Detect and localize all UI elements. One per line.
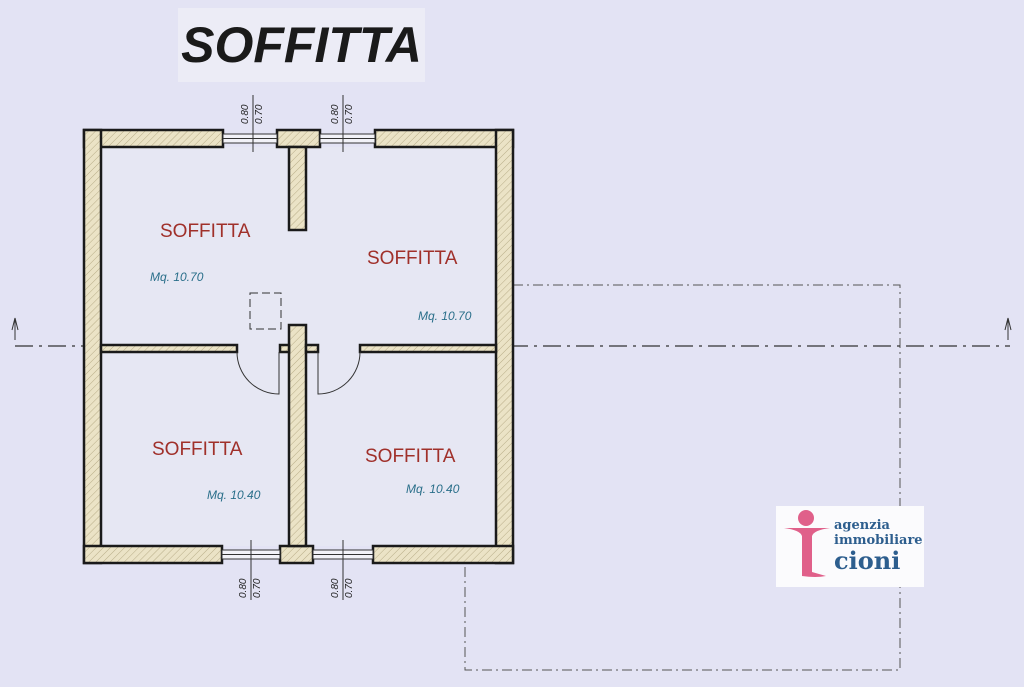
room-label: SOFFITTA <box>367 248 458 269</box>
section-marker-left <box>11 317 19 340</box>
window-height: 0.80 <box>330 104 341 124</box>
logo-mark-icon <box>784 510 830 577</box>
logo-line1: agenzia <box>834 518 890 533</box>
lower-floor-outline <box>464 284 901 671</box>
window-height: 0.80 <box>238 578 249 598</box>
windows <box>221 95 376 600</box>
window-height: 0.80 <box>330 578 341 598</box>
window-width: 0.70 <box>344 104 355 124</box>
title-box: SOFFITTA <box>178 8 425 82</box>
section-marker-right <box>1004 317 1012 340</box>
logo-line3: cioni <box>834 546 901 575</box>
agency-logo: agenzia immobiliare cioni <box>776 506 924 587</box>
logo-line2: immobiliare <box>834 533 923 548</box>
room-area: Mq. 10.70 <box>418 309 472 323</box>
window-width: 0.70 <box>252 578 263 598</box>
doors <box>236 351 361 395</box>
window-width: 0.70 <box>344 578 355 598</box>
page-title: SOFFITTA <box>181 17 422 73</box>
room-area: Mq. 10.40 <box>406 482 460 496</box>
room-label: SOFFITTA <box>160 221 251 242</box>
room-area: Mq. 10.40 <box>207 488 261 502</box>
room-label: SOFFITTA <box>365 446 456 467</box>
walls <box>82 128 515 565</box>
room-label: SOFFITTA <box>152 439 243 460</box>
room-area: Mq. 10.70 <box>150 270 204 284</box>
window-width: 0.70 <box>254 104 265 124</box>
window-height: 0.80 <box>240 104 251 124</box>
roof-hatch <box>249 292 282 330</box>
